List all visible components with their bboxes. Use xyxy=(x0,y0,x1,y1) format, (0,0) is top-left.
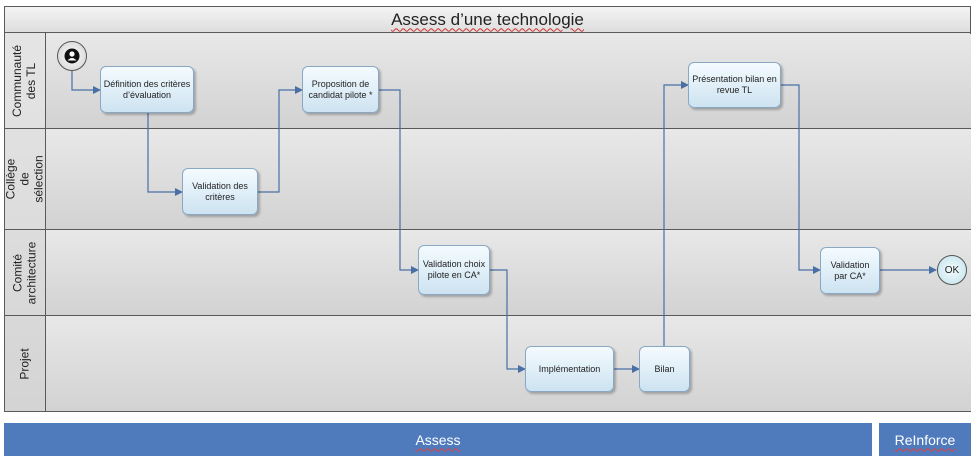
lane-divider xyxy=(4,229,971,230)
task-validation-criteres[interactable]: Validation des critères xyxy=(182,168,258,215)
lane-label-college: Collège de sélection xyxy=(4,129,46,229)
lane-divider xyxy=(4,128,971,129)
task-label: Présentation bilan en revue TL xyxy=(692,74,777,95)
task-label: Proposition de candidat pilote * xyxy=(308,78,373,100)
lane-label-text: Projet xyxy=(17,347,32,380)
task-bilan[interactable]: Bilan xyxy=(639,346,690,392)
lane-label-comite: Comité architecture xyxy=(4,230,46,315)
diagram-title-text: Assess d’une technologie xyxy=(391,9,584,29)
task-validation-choix-pilote[interactable]: Validation choix pilote en CA* xyxy=(418,245,490,295)
lane-body-projet xyxy=(46,316,971,411)
task-label: Validation par CA* xyxy=(830,259,870,281)
lane-label-communaute: Communauté des TL xyxy=(4,33,46,128)
phase-assess-label: Assess xyxy=(415,431,461,448)
start-event xyxy=(57,41,87,71)
end-event: OK xyxy=(937,255,967,285)
task-label: Bilan xyxy=(654,363,675,374)
task-label: Validation choix pilote en CA* xyxy=(422,259,486,280)
task-label: Implémentation xyxy=(538,363,601,374)
lane-label-text: Comité architecture xyxy=(10,241,39,304)
person-icon xyxy=(64,48,80,64)
diagram-title: Assess d’une technologie xyxy=(4,6,971,33)
lane-divider xyxy=(4,315,971,316)
task-implementation[interactable]: Implémentation xyxy=(525,346,614,392)
lane-label-text: Communauté des TL xyxy=(10,44,39,117)
phase-reinforce-label: ReInforce xyxy=(894,431,956,448)
task-presentation-bilan[interactable]: Présentation bilan en revue TL xyxy=(688,62,781,108)
task-label: Définition des critères d’évaluation xyxy=(103,78,191,100)
phase-reinforce[interactable]: ReInforce xyxy=(879,423,971,456)
task-proposition-candidat[interactable]: Proposition de candidat pilote * xyxy=(302,66,379,113)
task-label: Validation des critères xyxy=(192,180,248,202)
end-event-label: OK xyxy=(944,264,960,276)
lane-label-projet: Projet xyxy=(4,316,46,411)
task-validation-ca[interactable]: Validation par CA* xyxy=(820,247,880,294)
task-definition-criteres[interactable]: Définition des critères d’évaluation xyxy=(100,66,194,113)
phase-assess[interactable]: Assess xyxy=(4,423,872,456)
lane-label-text: Collège de sélection xyxy=(3,155,46,203)
